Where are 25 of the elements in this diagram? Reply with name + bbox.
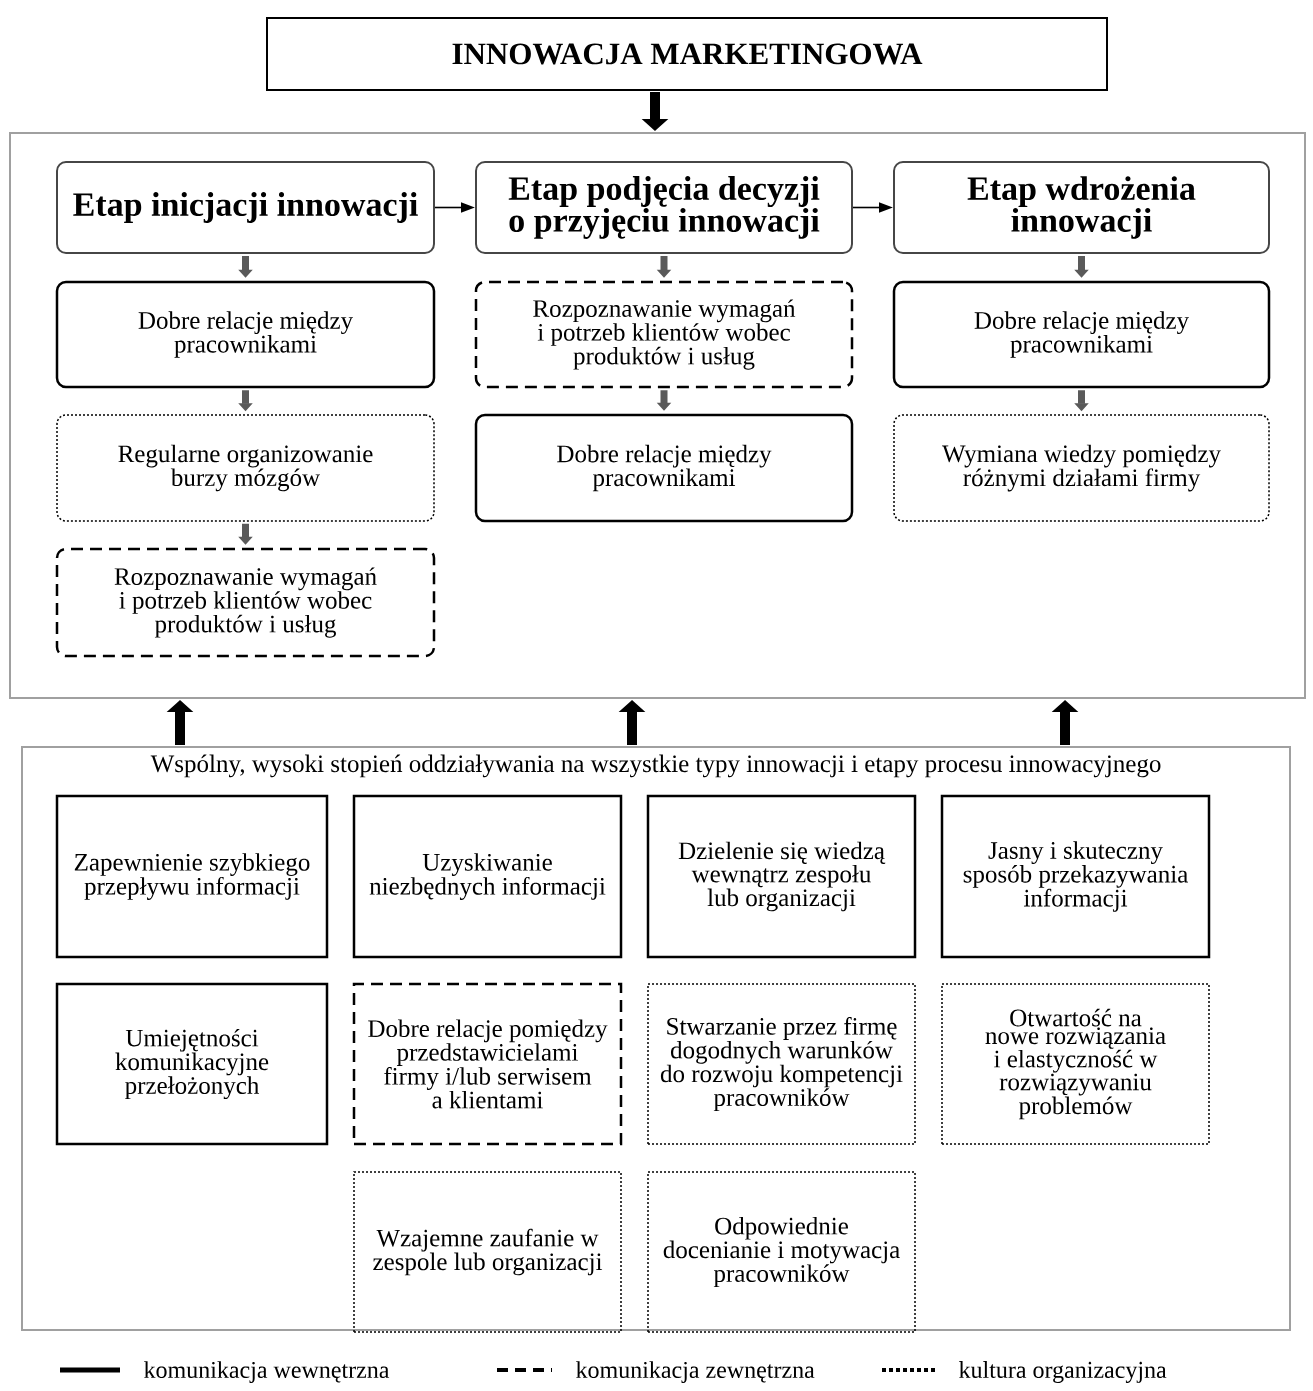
legend-label: kultura organizacyjna — [959, 1361, 1167, 1383]
factor-box: Stwarzanie przez firmę dogodnych warunków do rozwoju kompetencji pracowników — [647, 983, 916, 1145]
factor-box: Wymiana wiedzy pomiędzy różnymi działami firmy — [893, 414, 1270, 522]
factor-box: Wzajemne zaufanie w zespole lub organizacji — [353, 1171, 622, 1333]
factor-box: Dobre relacje między pracownikami — [474, 413, 854, 523]
factor-box: Umiejętności komunikacyjne przełożonych — [55, 982, 329, 1146]
stage-box: Etap inicjacji innowacji — [56, 161, 435, 254]
factor-box: Odpowiednie docenianie i motywacja pracowników — [647, 1171, 916, 1333]
factor-box: Regularne organizowanie burzy mózgów — [56, 414, 435, 522]
legend-label: komunikacja zewnętrzna — [576, 1361, 815, 1383]
factor-box: Dobre relacje między pracownikami — [892, 280, 1271, 389]
factor-box: Rozpoznawanie wymagań i potrzeb klientów wobec produktów i usług — [55, 547, 436, 658]
factor-box: Rozpoznawanie wymagań i potrzeb klientów wobec produktów i usług — [474, 280, 854, 389]
factor-box: Dzielenie się wiedzą wewnątrz zespołu lub organizacji — [646, 794, 917, 959]
stage-box: Etap wdrożenia innowacji — [893, 161, 1270, 254]
title-box: INNOWACJA MARKETINGOWA — [266, 17, 1108, 91]
legend-label: komunikacja wewnętrzna — [144, 1361, 390, 1383]
factor-box: Jasny i skuteczny sposób przekazywania informacji — [940, 794, 1211, 959]
factor-box: Dobre relacje pomiędzy przedstawicielami firmy i/lub serwisem a klientami — [352, 982, 623, 1146]
stage-box: Etap podjęcia decyzji o przyjęciu innowacji — [475, 161, 853, 254]
stage-panel — [9, 132, 1306, 699]
factor-box: Zapewnienie szybkiego przepływu informacji — [55, 794, 329, 959]
factor-box: Otwartość na nowe rozwiązania i elastyczność w rozwiązywaniu problemów — [941, 983, 1210, 1145]
factor-box: Dobre relacje między pracownikami — [55, 280, 436, 389]
factor-box: Uzyskiwanie niezbędnych informacji — [352, 794, 623, 959]
